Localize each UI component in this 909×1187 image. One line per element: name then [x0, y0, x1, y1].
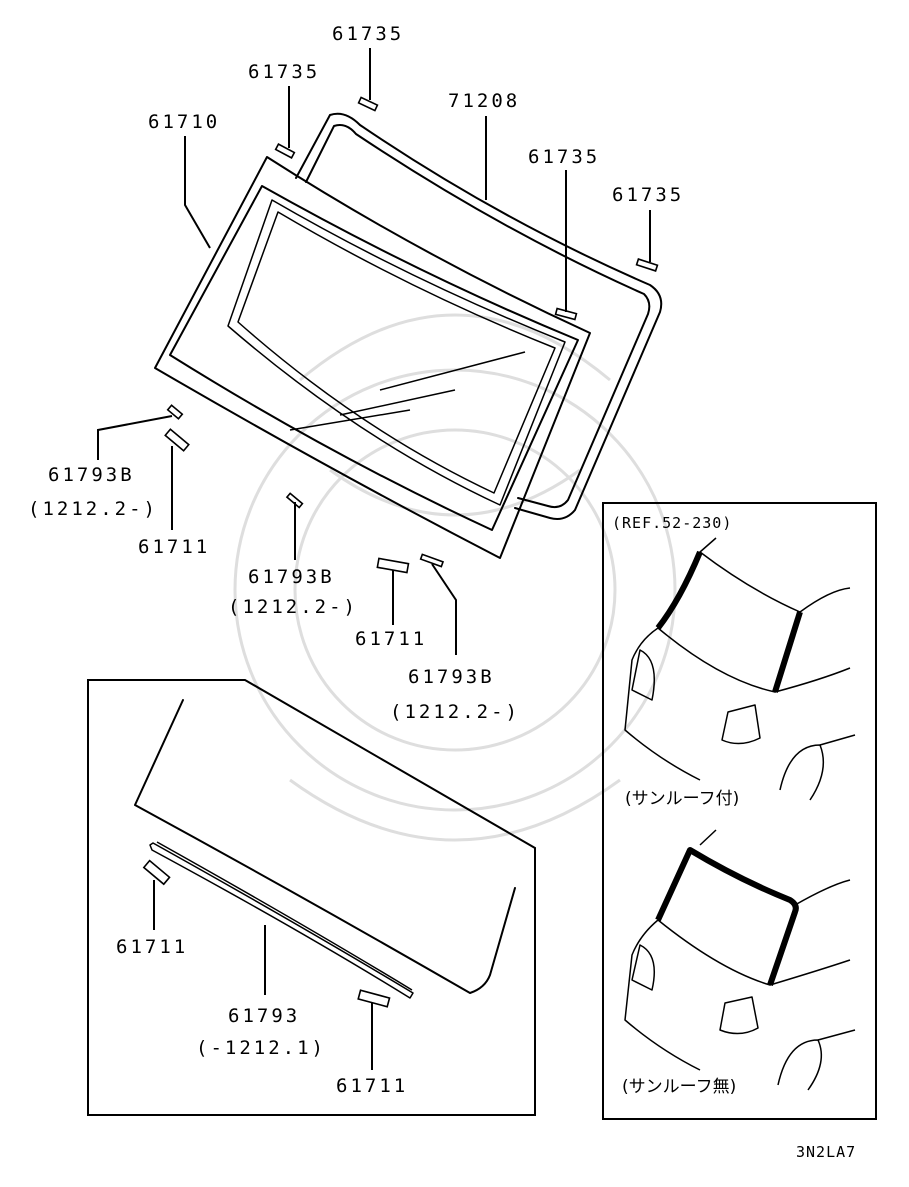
label-61711-center: 61711 [355, 628, 427, 650]
label-61735-right: 61735 [612, 184, 684, 206]
label-61793B-left: 61793B [48, 464, 135, 486]
label-61711-detail-left: 61711 [116, 936, 188, 958]
clips-61735 [274, 96, 659, 321]
label-61793B-center: 61793B [248, 566, 335, 588]
label-61711-detail-right: 61711 [336, 1075, 408, 1097]
label-61735-mid: 61735 [528, 146, 600, 168]
reference-box [602, 502, 877, 1120]
windshield-dam-seal [295, 112, 663, 520]
windshield-glass [154, 156, 591, 559]
label-61710: 61710 [148, 111, 220, 133]
detail-box-early-molding [87, 679, 536, 1116]
ref-title: (REF.52-230) [612, 514, 732, 532]
label-61793: 61793 [228, 1005, 300, 1027]
label-without-sunroof: (サンルーフ無) [622, 1077, 736, 1097]
label-61711-left: 61711 [138, 536, 210, 558]
car-sketch-without-sunroof [624, 829, 856, 1091]
car-sketch-with-sunroof [624, 537, 856, 801]
diagram-code: 3N2LA7 [796, 1143, 856, 1161]
label-71208: 71208 [448, 90, 520, 112]
leader-lines [97, 48, 651, 655]
label-61793-range: (-1212.1) [196, 1037, 326, 1059]
label-61793B-left-range: (1212.2-) [28, 498, 158, 520]
label-61793B-right: 61793B [408, 666, 495, 688]
label-61735-top: 61735 [332, 23, 404, 45]
spacers [164, 404, 445, 574]
label-61735-left: 61735 [248, 61, 320, 83]
label-with-sunroof: (サンルーフ付) [625, 789, 739, 809]
label-61793B-right-range: (1212.2-) [390, 701, 520, 723]
label-61793B-center-range: (1212.2-) [228, 596, 358, 618]
